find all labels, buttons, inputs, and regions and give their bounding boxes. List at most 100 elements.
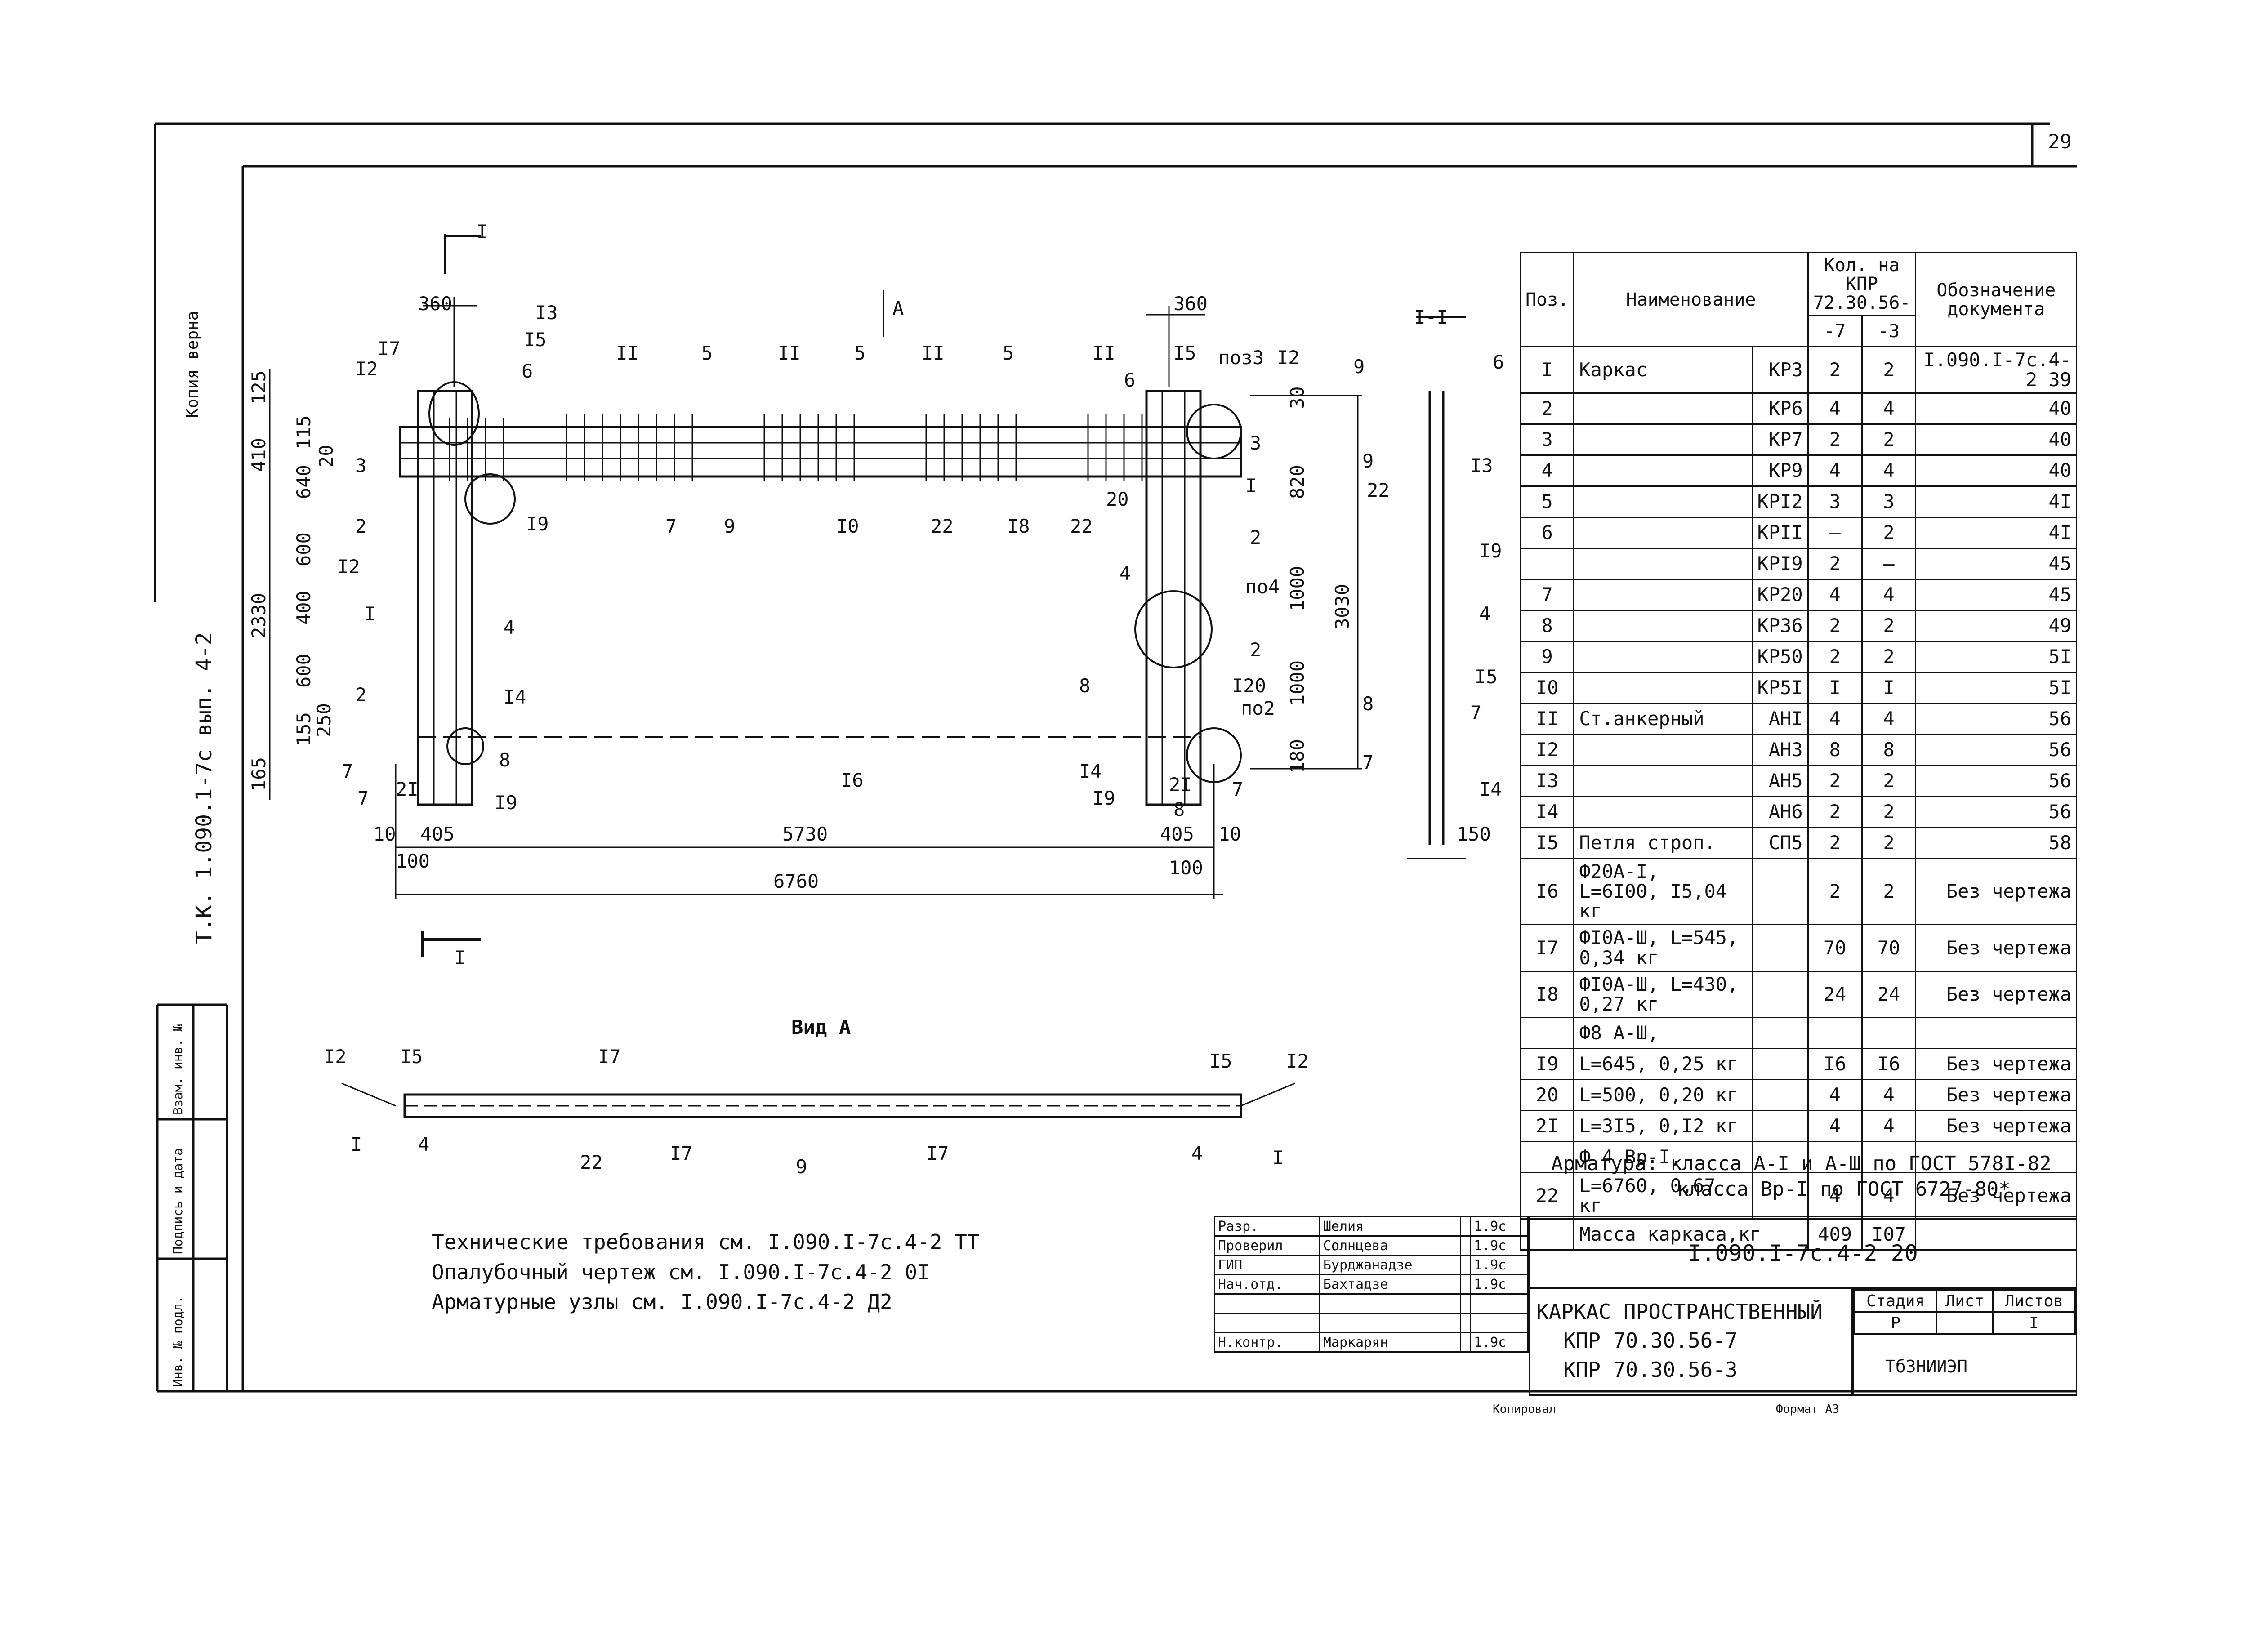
label-3-left: 3: [355, 454, 366, 476]
spec-name: L=645, 0,25 кг: [1573, 1047, 1753, 1080]
spec-qty-7: 2: [1807, 346, 1863, 394]
note-2: Опалубочный чертеж см. I.090.I-7с.4-2 0I: [432, 1260, 930, 1284]
label-9: 9: [724, 515, 735, 537]
spec-pos: I8: [1519, 970, 1575, 1018]
spec-name: [1573, 517, 1753, 549]
label-15-right: I5: [1173, 342, 1196, 364]
spec-qty-7: 4: [1807, 703, 1863, 735]
signature-mark: [1460, 1332, 1472, 1353]
spec-qty-3: 2: [1861, 423, 1917, 456]
spec-name: Ст.анкерный: [1573, 703, 1753, 735]
label-19-right: I9: [1093, 787, 1115, 809]
spec-qty-3: 4: [1861, 392, 1917, 425]
dim-400: 400: [293, 591, 315, 625]
sec-label-8: 8: [1362, 693, 1374, 715]
drawing-title-line3: КПР 70.30.56-3: [1563, 1357, 1738, 1382]
spec-mass-label: Масса каркаса,кг: [1573, 1218, 1809, 1251]
spec-mark: КР3: [1751, 346, 1809, 394]
stamp-field-1: Взам. инв. №: [170, 1024, 185, 1115]
spec-pos: I9: [1519, 1047, 1575, 1080]
label-14-left: I4: [504, 686, 526, 708]
spec-mark: КР7: [1751, 423, 1809, 456]
dim-410: 410: [248, 438, 270, 472]
spec-qty-7: 2: [1807, 641, 1863, 673]
sec-label-7-b: 7: [1362, 751, 1374, 773]
label-2-right-b: 2: [1250, 639, 1261, 661]
spec-doc: [1915, 1016, 2077, 1049]
label-19-upper: I9: [526, 513, 549, 535]
spec-doc: 40: [1915, 423, 2077, 456]
frame-elevation: [269, 234, 1362, 957]
spec-doc: 58: [1915, 827, 2077, 859]
label-4-left: 4: [504, 616, 515, 638]
label-15-left: I5: [524, 329, 547, 351]
signature-role: ГИП: [1214, 1255, 1320, 1275]
spec-mark: [1751, 858, 1809, 926]
signature-role: [1214, 1293, 1320, 1314]
sec-label-22: 22: [1367, 479, 1390, 501]
spec-qty-7: I: [1807, 672, 1863, 704]
label-11-b: II: [778, 342, 801, 364]
label-6-left: 6: [522, 360, 533, 382]
spec-name: [1573, 548, 1753, 580]
spec-qty-7: 2: [1807, 765, 1863, 797]
viewa-label-22: 22: [580, 1151, 603, 1173]
spec-qty-7: I6: [1807, 1047, 1863, 1080]
spec-pos: II: [1519, 703, 1575, 735]
spec-doc: Без чертежа: [1915, 858, 2077, 926]
signature-name: Бахтадзе: [1319, 1274, 1462, 1295]
spec-qty-3: 8: [1861, 734, 1917, 766]
section-title: I-I: [1414, 306, 1448, 328]
label-7-right: 7: [1232, 778, 1243, 800]
label-5-c: 5: [1003, 342, 1014, 364]
spec-pos: [1519, 1016, 1575, 1049]
spec-pos: 6: [1519, 517, 1575, 549]
spec-mark: [1751, 1171, 1809, 1220]
label-5-a: 5: [701, 342, 713, 364]
spec-pos: I6: [1519, 858, 1575, 926]
spec-mark: КРI2: [1751, 485, 1809, 518]
label-2-right-a: 2: [1250, 526, 1261, 548]
dim-2330: 2330: [248, 593, 270, 638]
stage-block: Стадия Лист Листов Р I ТбЗНИИЭП: [1852, 1288, 2077, 1396]
page-number: 29: [2048, 130, 2072, 153]
label-10: I0: [836, 515, 859, 537]
signature-date: 1.9с: [1470, 1216, 1529, 1237]
stage-label: Стадия: [1853, 1289, 1938, 1313]
spec-qty-7: 2: [1807, 423, 1863, 456]
signature-mark: [1460, 1274, 1472, 1295]
top-stirrups: [449, 414, 1143, 481]
top-beam-cage: [399, 426, 1242, 478]
spec-name: [1573, 610, 1753, 642]
dim-10-right: 10: [1218, 823, 1241, 845]
left-column-cage: [417, 390, 473, 806]
spec-mass-q2: I07: [1861, 1218, 1917, 1251]
spec-qty-3: 2: [1861, 858, 1917, 926]
label-21-right: 2I: [1169, 774, 1192, 796]
signature-name: [1319, 1293, 1462, 1314]
spec-pos: I4: [1519, 796, 1575, 828]
section-1-1: [1407, 316, 1466, 859]
dim-405-right: 405: [1160, 823, 1194, 845]
spec-name: ФI0А-Ш, L=430, 0,27 кг: [1573, 970, 1753, 1018]
spec-doc: [1915, 1140, 2077, 1173]
signature-mark: [1460, 1216, 1472, 1237]
dim-10-left: 10: [373, 823, 396, 845]
spec-qty-3: 2: [1861, 517, 1917, 549]
spec-qty-7: 8: [1807, 734, 1863, 766]
spec-qty-7: 2: [1807, 610, 1863, 642]
spec-doc: Без чертежа: [1915, 924, 2077, 972]
spec-qty-7: 4: [1807, 1171, 1863, 1220]
spec-name: [1573, 734, 1753, 766]
label-poz3: поз3: [1218, 347, 1264, 369]
spec-name: ФI0А-Ш, L=545, 0,34 кг: [1573, 924, 1753, 972]
label-5-b: 5: [854, 342, 865, 364]
dim-360-left: 360: [418, 293, 452, 315]
